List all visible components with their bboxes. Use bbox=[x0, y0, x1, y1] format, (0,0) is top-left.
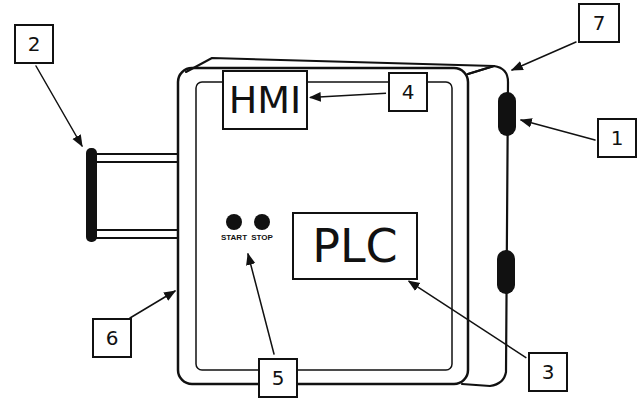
plc-unit: PLC bbox=[292, 212, 418, 280]
callout-number: 3 bbox=[528, 352, 568, 392]
callout-number: 6 bbox=[106, 328, 119, 348]
hmi-panel: HMI bbox=[222, 70, 308, 130]
enclosure-front bbox=[178, 68, 468, 384]
stop-button bbox=[254, 214, 270, 230]
side-knob bbox=[498, 92, 516, 136]
callout-number: 5 bbox=[258, 358, 298, 398]
start-button bbox=[226, 214, 242, 230]
handle-bar bbox=[94, 154, 178, 162]
leader-line bbox=[512, 42, 576, 70]
panel-label: HMI bbox=[229, 81, 302, 119]
callout-number: 2 bbox=[14, 24, 54, 64]
callout-number: 1 bbox=[611, 128, 624, 148]
side-knob bbox=[497, 250, 515, 294]
callout-number: 4 bbox=[388, 72, 428, 112]
callout-number: 7 bbox=[578, 3, 620, 43]
leader-line bbox=[130, 291, 175, 318]
leader-arrow bbox=[409, 281, 527, 358]
callout-number: 1 bbox=[597, 118, 637, 158]
callout-number: 6 bbox=[92, 318, 132, 358]
callout-number: 2 bbox=[28, 34, 41, 54]
leader-line bbox=[248, 254, 274, 354]
handle-bar bbox=[94, 230, 178, 238]
button-label: START bbox=[221, 234, 247, 242]
callout-number: 5 bbox=[272, 368, 285, 388]
leader-line bbox=[521, 120, 595, 140]
callout-number: 7 bbox=[593, 13, 606, 33]
leader-line bbox=[36, 66, 82, 146]
handle-grip bbox=[86, 148, 97, 242]
callout-number: 3 bbox=[542, 362, 555, 382]
callout-number: 4 bbox=[402, 82, 415, 102]
panel-label: PLC bbox=[312, 223, 398, 269]
button-label: STOP bbox=[251, 234, 273, 242]
leader-arrow bbox=[310, 93, 386, 97]
